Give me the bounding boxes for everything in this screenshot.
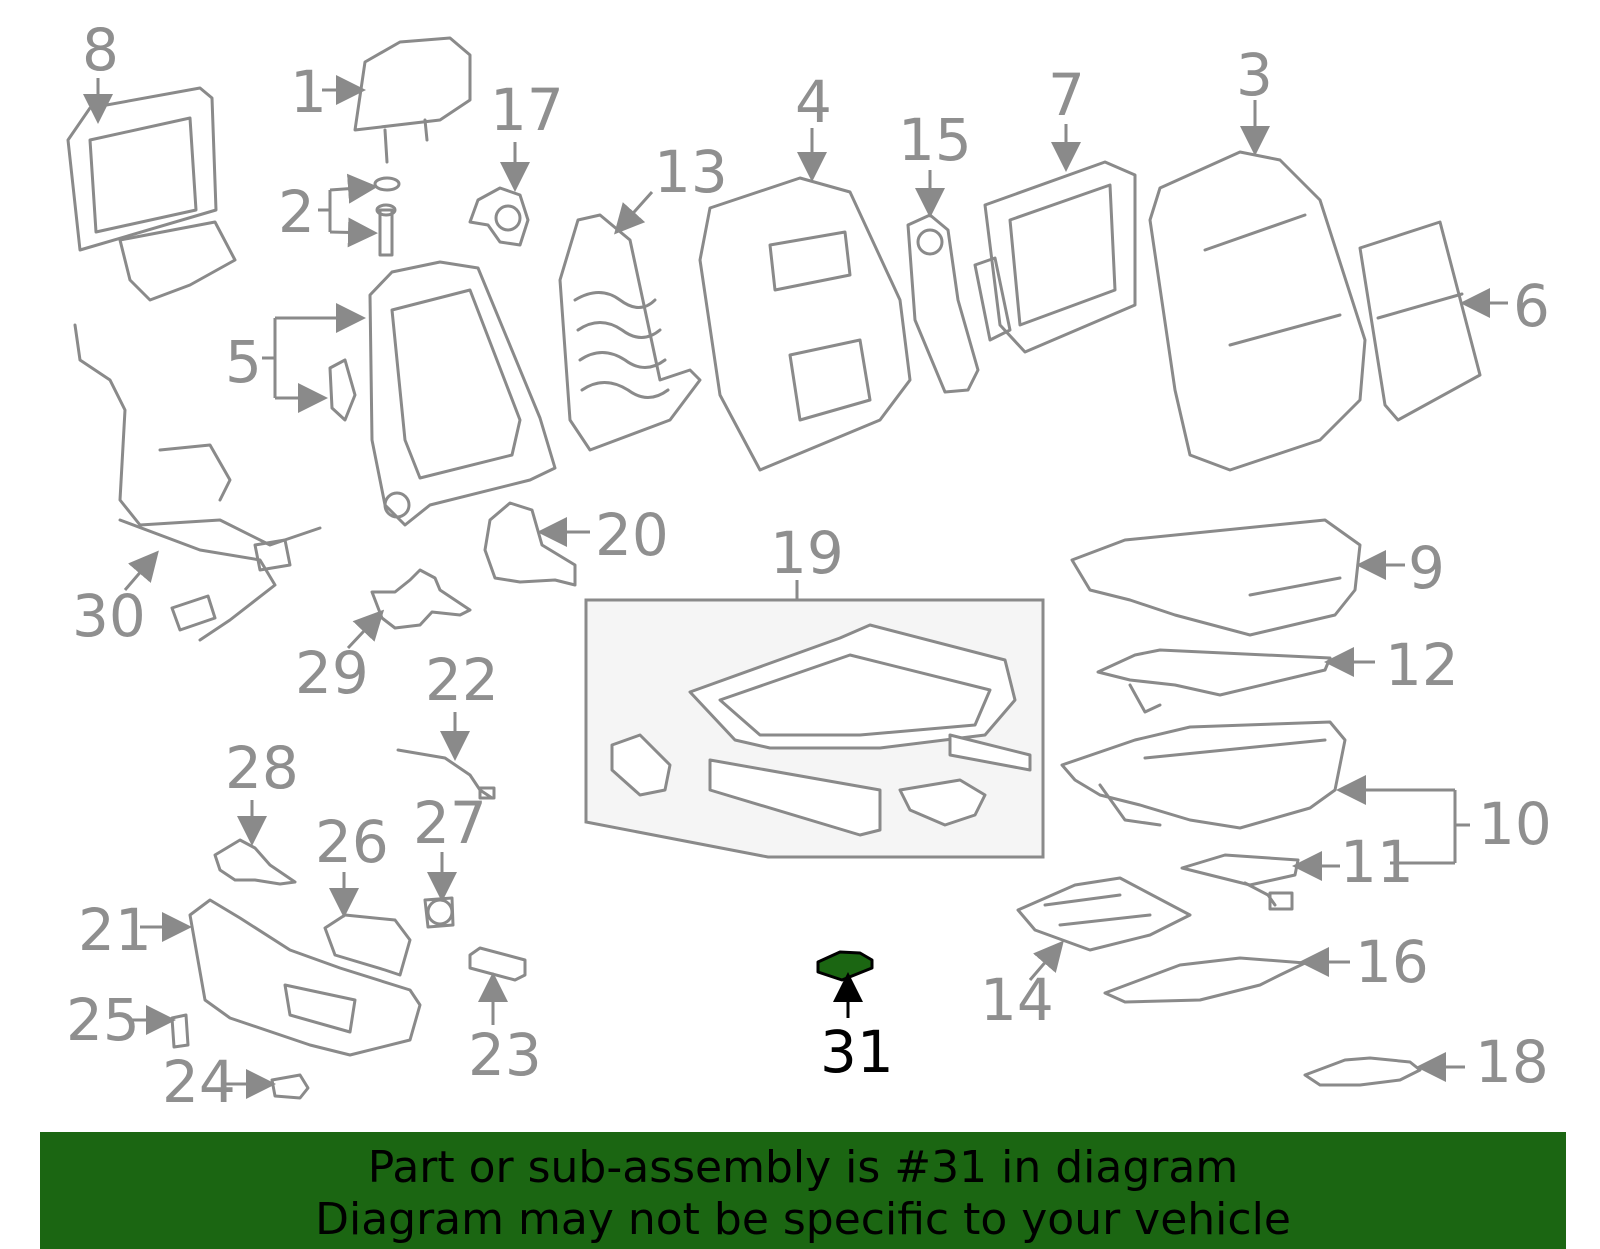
callout-labels: 8 1 2 17 13 4 15 7 3 6 5 20 19 9 30 12 2… [66,16,1552,1116]
callout-30: 30 [72,582,146,650]
part-9-illustration [1070,518,1405,637]
callout-6: 6 [1513,272,1550,340]
part-23-illustration [468,946,527,1025]
info-banner: Part or sub-assembly is #31 in diagram D… [40,1132,1566,1249]
callout-19: 19 [770,519,844,587]
callout-26: 26 [315,808,389,876]
part-30-illustration [73,323,322,642]
callout-23: 23 [468,1021,542,1089]
part-11-illustration [1180,851,1340,911]
callout-12: 12 [1385,631,1459,699]
part-5-illustration [262,260,557,527]
callout-25: 25 [66,986,140,1054]
part-29-illustration [346,568,472,650]
part-18-illustration [1303,1052,1465,1087]
callout-27: 27 [413,789,487,857]
part-10-illustration [1060,720,1470,865]
callout-22: 22 [425,646,499,714]
callout-7: 7 [1048,61,1085,129]
part-13-illustration [558,190,702,452]
callout-16: 16 [1355,928,1429,996]
callout-1: 1 [290,58,327,126]
callout-21: 21 [78,896,152,964]
part-22-illustration [396,712,496,800]
part-28-illustration [213,800,297,886]
part-27-illustration [423,852,457,929]
callout-10: 10 [1478,790,1552,858]
part-4-illustration [698,128,912,472]
callout-28: 28 [225,734,299,802]
callout-9: 9 [1408,534,1445,602]
part-8-illustration [66,78,237,302]
part-20-illustration [483,501,590,587]
callout-2: 2 [278,178,315,246]
callout-3: 3 [1236,41,1273,109]
callout-4: 4 [795,68,832,136]
part-17-illustration [468,142,530,247]
part-24-illustration [226,1069,310,1100]
part-2-illustration [318,178,401,257]
callout-31-highlighted: 31 [820,1018,894,1086]
part-12-illustration [1096,647,1375,714]
part-25-illustration [130,1005,190,1049]
part-6-illustration [1358,220,1508,422]
callout-11: 11 [1340,828,1414,896]
callout-5: 5 [225,328,262,396]
callout-13: 13 [654,138,728,206]
callout-8: 8 [82,16,119,84]
part-15-illustration [906,170,980,394]
callout-18: 18 [1475,1028,1549,1096]
callout-29: 29 [295,639,369,707]
part-7-illustration [973,124,1137,354]
part-31-illustration [816,950,874,1018]
callout-24: 24 [162,1048,236,1116]
callout-14: 14 [980,966,1054,1034]
part-14-illustration [1016,876,1192,981]
part-19-box [584,580,1045,859]
part-3-illustration [1148,100,1367,472]
callout-15: 15 [898,106,972,174]
callout-20: 20 [595,501,669,569]
banner-line-1: Part or sub-assembly is #31 in diagram [367,1142,1239,1193]
part-16-illustration [1103,947,1350,1004]
callout-17: 17 [490,76,564,144]
part-26-illustration [323,872,412,977]
banner-line-2: Diagram may not be specific to your vehi… [315,1194,1291,1245]
part-21-illustration [140,898,422,1057]
part-1-illustration [322,36,472,164]
